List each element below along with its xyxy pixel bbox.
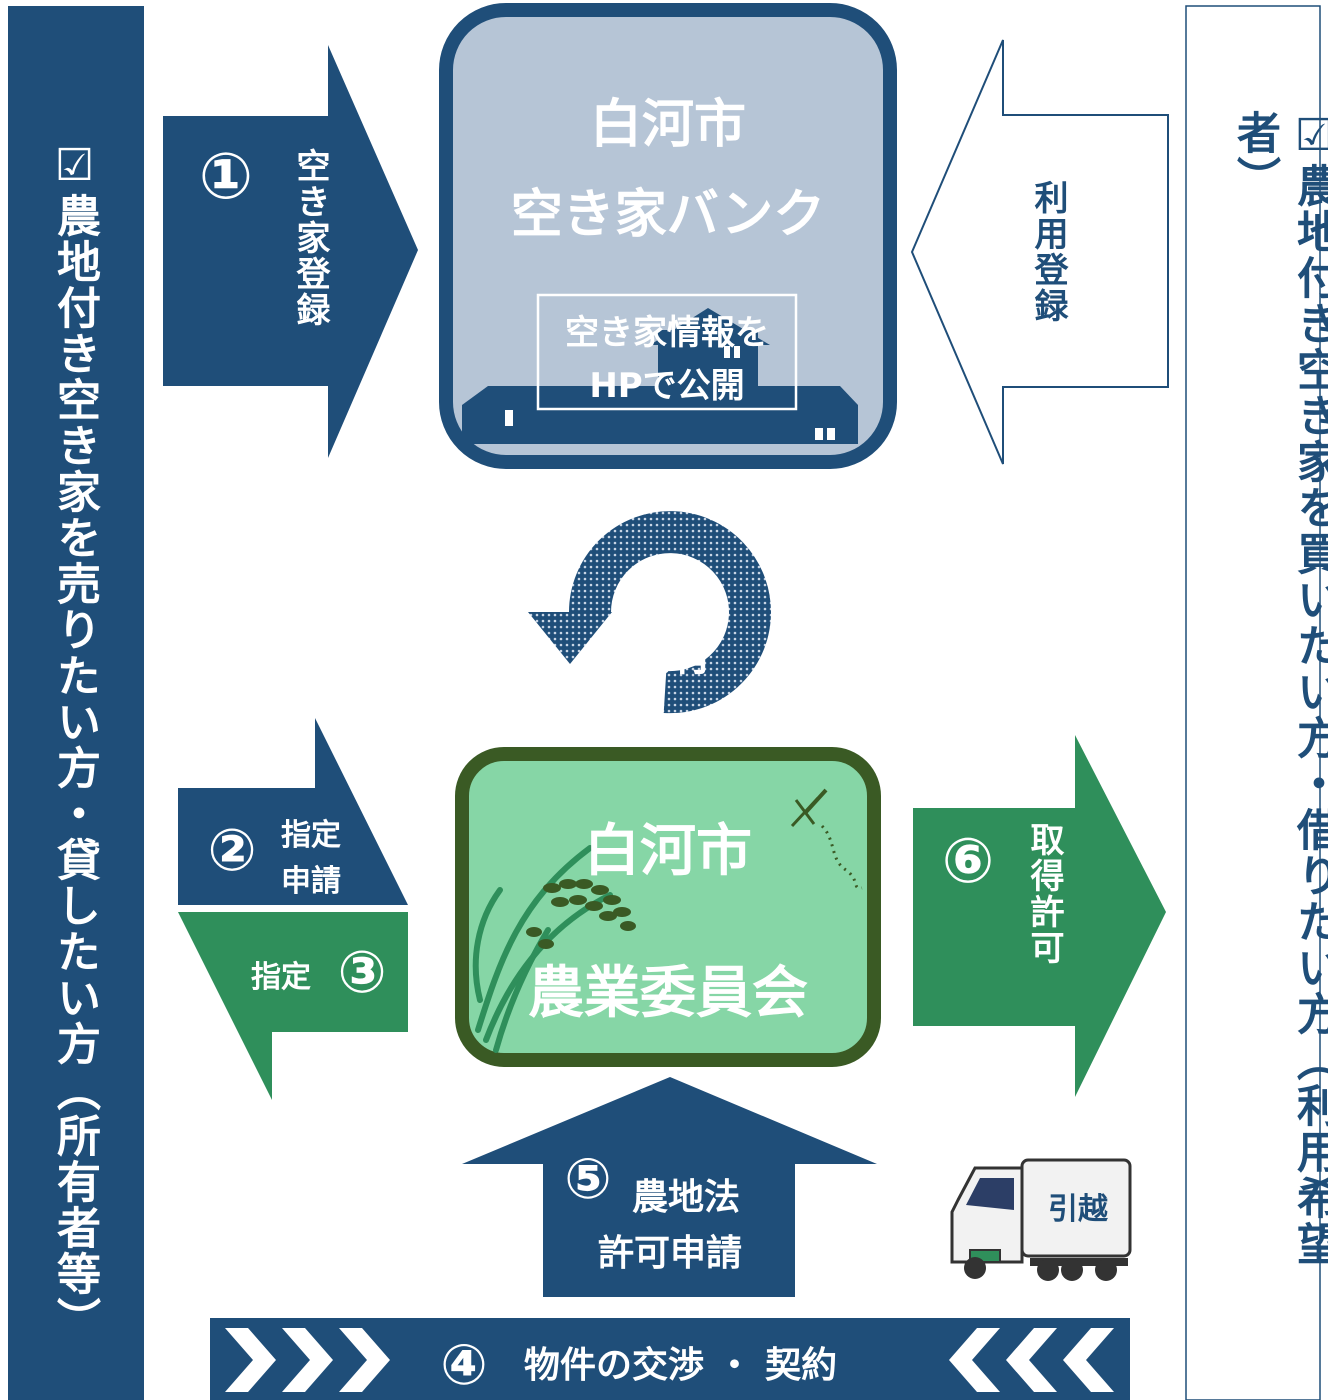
step5-label-line1: 農地法 (632, 1177, 741, 1218)
dragonfly-icon (790, 788, 863, 890)
left-panel-bg (8, 6, 144, 1400)
committee-box (455, 747, 881, 1067)
house-icon (462, 308, 858, 444)
step6-label: 取得許可 (1024, 822, 1064, 966)
bank-title-line2: 空き家バンク (510, 185, 826, 245)
committee-title-line2: 農業委員会 (528, 961, 808, 1026)
share-line2: 共有 (627, 631, 712, 680)
owner-panel-text: ☑農地付き空き家を売りたい方・貸したい方（所有者等） (49, 140, 100, 1343)
usage-registration-label: 利用登録 (1028, 180, 1068, 324)
right-panel-bg (1185, 5, 1321, 1400)
arrow-step6 (913, 735, 1166, 1097)
step1-label: 空き家登録 (290, 148, 330, 328)
step5-label-line2: 許可申請 (598, 1233, 743, 1274)
step3-label: 指定 (251, 960, 311, 995)
arrow-usage-registration (910, 39, 1169, 465)
step6-number: ⑥ (942, 824, 995, 897)
chevron-left-icon (949, 1328, 1114, 1392)
committee-title-line1: 白河市 (584, 819, 752, 884)
publish-line1: 空き家情報を (565, 313, 769, 353)
step2-number: ② (207, 816, 256, 884)
cycle-arrow-icon (528, 511, 771, 714)
arrow-step3 (178, 912, 408, 1100)
publish-line2: HPで公開 (589, 366, 745, 406)
step2-label-line2: 申請 (281, 864, 341, 899)
step1-number: ① (199, 140, 253, 214)
arrow-step1 (163, 45, 418, 458)
truck-sign: 引越 (1048, 1192, 1108, 1227)
bank-title-line1: 白河市 (589, 95, 746, 155)
publish-frame (536, 293, 798, 411)
share-line1: 情報 (627, 569, 712, 618)
step2-label-line1: 指定 (281, 818, 341, 853)
moving-truck-icon (950, 1158, 1132, 1281)
arrow-step2 (178, 718, 408, 905)
rice-grains-icon (526, 879, 636, 949)
step4-label: 物件の交渉 ・ 契約 (524, 1345, 838, 1386)
step3-number: ③ (337, 938, 386, 1006)
step4-number: ④ (440, 1333, 487, 1398)
chevron-right-icon (225, 1328, 390, 1392)
step5-number: ⑤ (564, 1147, 611, 1212)
bank-box (439, 3, 897, 469)
user-panel-text: ☑農地付き空き家を買いたい方・借りたい方（利用希望者） (1229, 110, 1328, 1267)
arrow-step5 (462, 1077, 877, 1297)
